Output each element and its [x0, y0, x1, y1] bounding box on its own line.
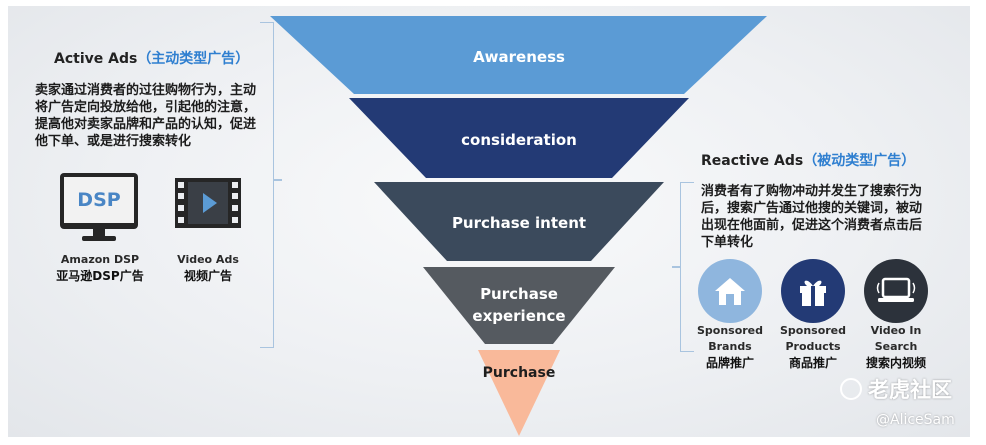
monitor-dsp-text: DSP [77, 189, 121, 211]
video-in-search-label-en: Video In Search [870, 324, 922, 353]
watermark-logo-icon [840, 378, 862, 400]
funnel-graphic [270, 16, 767, 436]
diagram-canvas: Awareness consideration Purchase intent … [8, 6, 970, 437]
sponsored-brands-label-cn: 品牌推广 [705, 356, 754, 370]
right-brace-tick [672, 266, 680, 268]
video-ads-caption: Video Ads 视频广告 [163, 252, 253, 284]
reactive-ads-title-cn: （被动类型广告） [803, 153, 916, 169]
video-in-search-caption: Video In Search 搜索内视频 [854, 323, 938, 371]
sponsored-brands-circle [698, 259, 762, 323]
house-icon [715, 278, 745, 305]
funnel-stage-purchase-experience [423, 267, 615, 344]
funnel-stage-awareness [270, 16, 767, 94]
gift-icon [800, 280, 826, 306]
reactive-ads-description: 消费者有了购物冲动并发生了搜索行为后，搜索广告通过他搜的关键词，被动出现在他面前… [701, 184, 923, 250]
sponsored-products-circle [781, 259, 845, 323]
stage-label-purchase: Purchase [482, 365, 556, 381]
stage-label-awareness: Awareness [473, 48, 565, 66]
monitor-screen: DSP [60, 173, 138, 229]
watermark-brand-text: 老虎社区 [868, 378, 952, 402]
reactive-ads-title-en: Reactive Ads [701, 153, 804, 169]
left-brace-tick [274, 179, 282, 181]
sponsored-brands-caption: Sponsored Brands 品牌推广 [688, 323, 772, 371]
video-ads-label-cn: 视频广告 [183, 269, 232, 283]
amazon-dsp-label-en: Amazon DSP [60, 253, 140, 266]
stage-label-purchase-intent: Purchase intent [451, 214, 587, 232]
video-in-search-label-cn: 搜索内视频 [865, 356, 926, 370]
funnel-stage-consideration [349, 98, 689, 178]
sponsored-brands-label-en: Sponsored Brands [696, 324, 764, 353]
sponsored-products-caption: Sponsored Products 商品推广 [771, 323, 855, 371]
watermark-handle: @AliceSam [876, 412, 955, 428]
funnel-stage-purchase [478, 350, 560, 436]
left-brace [260, 22, 274, 348]
film-play-icon [175, 178, 241, 232]
amazon-dsp-caption: Amazon DSP 亚马逊DSP广告 [48, 252, 152, 284]
active-ads-title-en: Active Ads [54, 51, 138, 67]
funnel-stage-purchase-intent [374, 182, 664, 261]
right-brace [680, 182, 694, 352]
video-ads-label-en: Video Ads [177, 253, 239, 266]
amazon-dsp-label-cn: 亚马逊DSP广告 [56, 269, 144, 283]
video-in-search-circle [864, 259, 928, 323]
monitor-icon: DSP [60, 173, 138, 245]
laptop-icon [876, 277, 916, 302]
stage-label-consideration: consideration [461, 131, 577, 149]
active-ads-description: 卖家通过消费者的过往购物行为，主动将广告定向投放给他，引起他的注意，提高他对卖家… [35, 83, 257, 149]
stage-label-purchase-experience: Purchase experience [472, 285, 566, 325]
reactive-ads-title: Reactive Ads（被动类型广告） [701, 150, 915, 170]
active-ads-title-cn: （主动类型广告） [137, 51, 250, 67]
active-ads-title: Active Ads（主动类型广告） [54, 48, 249, 68]
watermark-brand: 老虎社区 [840, 374, 952, 404]
sponsored-products-label-cn: 商品推广 [788, 356, 837, 370]
sponsored-products-label-en: Sponsored Products [779, 324, 847, 353]
